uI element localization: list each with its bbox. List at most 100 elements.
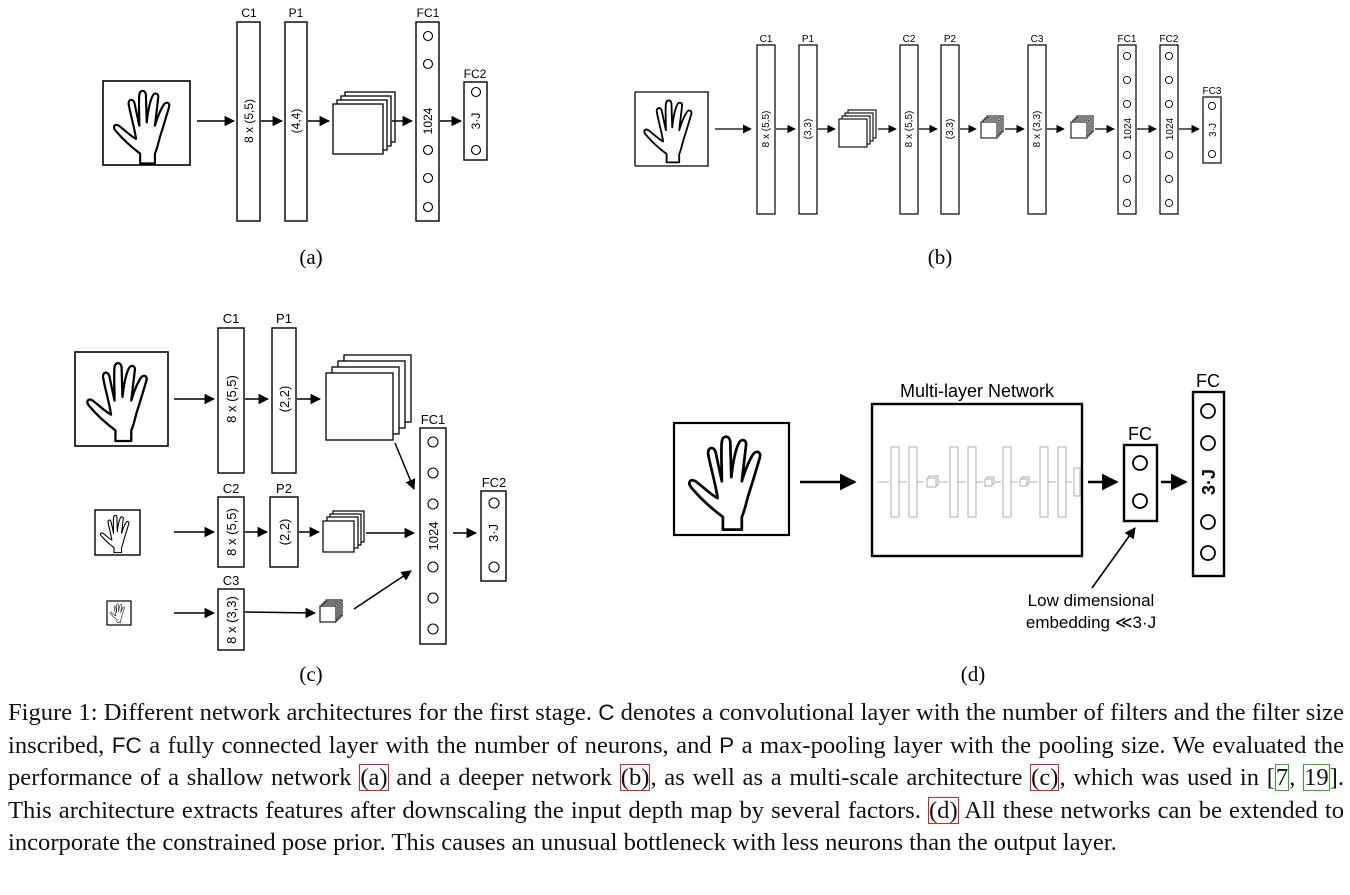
ref-link-c[interactable]: (c) (1030, 764, 1060, 792)
layer-fc1 (415, 21, 440, 222)
ref-link-d[interactable]: (d) (927, 796, 959, 824)
layer-fc2-size: 3·J (469, 113, 483, 130)
ref-link-a[interactable]: (a) (359, 764, 389, 792)
output-fc-size: 3·J (1199, 469, 1219, 495)
feature-maps (1070, 115, 1094, 139)
layer-c2-name: C2 (903, 34, 916, 45)
layer-fc1 (419, 427, 447, 645)
layer-p2-name: P2 (276, 481, 292, 496)
miniature-network (878, 446, 1081, 518)
layer-c3-name: C3 (223, 573, 240, 588)
layer-c1-size: 8 x (5,5) (761, 111, 772, 148)
layer-p2-size: (2,2) (277, 519, 292, 546)
layer-p1-name: P1 (289, 6, 304, 20)
multi-layer-network-title: Multi-layer Network (900, 381, 1055, 401)
layer-fc2 (1159, 44, 1179, 215)
feature-maps (838, 109, 877, 148)
layer-c3-name: C3 (1031, 34, 1044, 45)
bottleneck-fc-name: FC (1128, 424, 1152, 444)
layer-fc3 (1202, 96, 1222, 164)
panel-d: Multi-layer Network (672, 371, 1226, 686)
layer-c3 (1027, 44, 1047, 215)
layer-p2 (940, 44, 960, 215)
panel-a: C1 8 x (5,5) P1 (4,4) FC1 1024 FC2 3·J (… (102, 6, 488, 269)
annotation-arrow (1091, 527, 1136, 589)
layer-p1-size: (3,3) (803, 119, 814, 140)
layer-fc3-size: 3·J (1208, 123, 1219, 137)
layer-fc1-name: FC1 (1118, 34, 1137, 45)
layer-c3 (217, 588, 245, 651)
neurons (1122, 51, 1132, 208)
layer-p1-name: P1 (276, 311, 292, 326)
layer-c1 (217, 327, 245, 474)
layer-fc1-size: 1024 (421, 107, 435, 134)
layer-p1 (284, 21, 308, 222)
layer-fc1-name: FC1 (417, 6, 440, 20)
neurons (470, 86, 482, 156)
neurons (1200, 403, 1216, 561)
panel-b: C1 8 x (5,5) P1 (3,3) C2 8 x (5,5) P2 (3… (634, 34, 1222, 269)
panel-label: (a) (299, 245, 322, 269)
feature-maps-quarter (319, 599, 343, 623)
layer-c1-size: 8 x (5,5) (224, 375, 239, 423)
output-fc-name: FC (1196, 371, 1220, 391)
layer-c2-size: 8 x (5,5) (904, 111, 915, 148)
layer-c3-size: 8 x (3,3) (224, 596, 239, 644)
layer-p1 (798, 44, 818, 215)
layer-c3-size: 8 x (3,3) (1032, 111, 1043, 148)
layer-p2-size: (3,3) (945, 119, 956, 140)
layer-c2-size: 8 x (5,5) (224, 508, 239, 556)
layer-c1-name: C1 (241, 6, 257, 20)
neurons (1164, 51, 1174, 208)
panel-c: C1 8 x (5,5) P1 (2,2) C2 8 x (5,5) P2 (2… (74, 311, 507, 686)
layer-fc1-name: FC1 (421, 412, 446, 427)
feature-maps (980, 115, 1004, 139)
layer-fc2-size: 3·J (486, 524, 501, 542)
feature-maps-half (322, 510, 365, 553)
layer-p1-size: (2,2) (277, 386, 292, 413)
neurons (488, 497, 500, 573)
layer-fc1-size: 1024 (426, 522, 441, 551)
figure: C1 8 x (5,5) P1 (4,4) FC1 1024 FC2 3·J (… (74, 6, 1226, 686)
feature-maps-full (325, 354, 412, 441)
arrow (353, 570, 412, 610)
layer-c2-name: C2 (223, 481, 240, 496)
layer-fc1-size: 1024 (1123, 117, 1134, 140)
annotation-line-1: Low dimensional (1028, 591, 1155, 610)
arrow (394, 442, 416, 490)
annotation-line-2: embedding ≪3·J (1026, 613, 1156, 632)
layer-c1 (236, 21, 261, 222)
fc-symbol: FC (111, 732, 142, 758)
layer-fc2-name: FC2 (482, 475, 507, 490)
neurons (422, 30, 434, 213)
layer-fc2-name: FC2 (1160, 34, 1179, 45)
ref-link-b[interactable]: (b) (619, 764, 651, 792)
layer-p1-size: (4,4) (289, 109, 303, 134)
layer-c1-name: C1 (223, 311, 240, 326)
citation-link-7[interactable]: 7 (1274, 764, 1290, 792)
input-depth-map-quarter (106, 600, 132, 626)
c-symbol: C (598, 700, 615, 725)
layer-c1-size: 8 x (5,5) (242, 99, 256, 143)
layer-p2 (269, 496, 299, 568)
layer-c1-name: C1 (760, 34, 773, 45)
layer-p2-name: P2 (944, 34, 957, 45)
panel-label: (b) (928, 245, 953, 269)
layer-c2 (899, 44, 919, 215)
feature-maps (332, 91, 396, 155)
layer-fc1 (1117, 44, 1137, 215)
multi-layer-network-box (870, 402, 1084, 558)
figure-caption: Figure 1: Different network architecture… (8, 699, 1345, 857)
layer-c1 (756, 44, 776, 215)
arrow (244, 607, 317, 619)
p-symbol: P (719, 732, 735, 758)
neurons (1132, 455, 1148, 509)
neurons (427, 436, 439, 635)
layer-fc2-name: FC2 (464, 67, 487, 81)
layer-fc3-name: FC3 (1203, 86, 1222, 97)
citation-link-19[interactable]: 19 (1303, 764, 1330, 792)
neurons (1207, 101, 1217, 159)
layer-p1-name: P1 (802, 34, 815, 45)
layer-p1 (271, 327, 297, 474)
layer-c2 (217, 496, 245, 568)
